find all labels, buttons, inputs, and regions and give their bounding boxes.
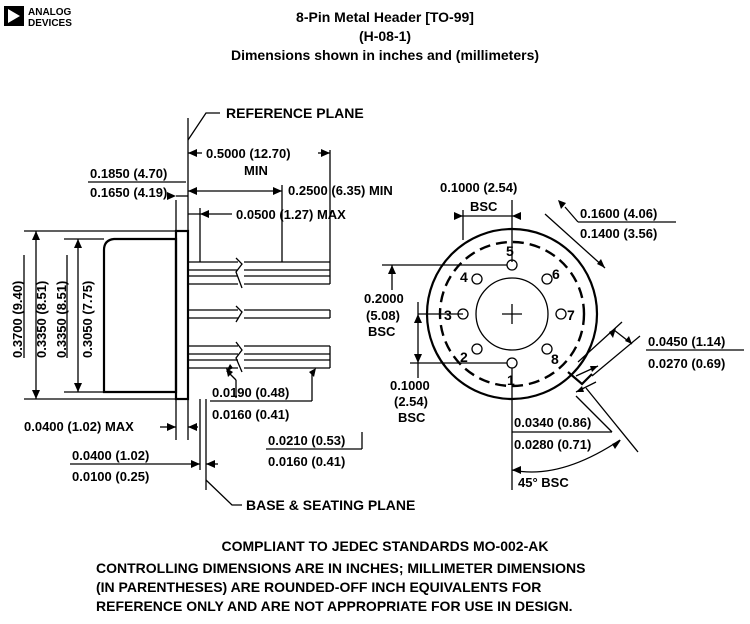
lead-diameter-min: 0.0160 (0.41) <box>212 407 289 422</box>
package-cap <box>102 237 178 394</box>
analog-devices-logo: ANALOG DEVICES <box>4 6 72 29</box>
logo-triangle <box>8 9 20 23</box>
dim-lead-diameter: 0.0190 (0.48) 0.0160 (0.41) <box>210 364 316 422</box>
reference-plane-callout: REFERENCE PLANE <box>187 105 364 232</box>
lead-diameter-2-min: 0.0160 (0.41) <box>268 454 345 469</box>
dim-pin-circle-diameter: 0.1600 (4.06) 0.1400 (3.56) <box>544 200 676 269</box>
lead-length-min-label: MIN <box>244 163 268 178</box>
pin-circle-min: 0.1400 (3.56) <box>580 226 657 241</box>
tab-width-max: 0.0450 (1.14) <box>648 334 725 349</box>
pin-circle <box>475 277 549 351</box>
cap-diameter-min: 0.3050 (7.75) <box>80 281 95 358</box>
row-spacing-2: (5.08) <box>366 308 400 323</box>
flange-thickness-value: 0.0500 (1.27) MAX <box>236 207 346 222</box>
flange-height-min: 0.1650 (4.19) <box>90 185 167 200</box>
row-spacing-1: 0.2000 <box>364 291 404 306</box>
dim-pin-pitch-top: 0.1000 (2.54) BSC <box>440 180 521 262</box>
dim-tab-width: 0.0450 (1.14) 0.0270 (0.69) <box>577 321 744 377</box>
tab-length-max: 0.0340 (0.86) <box>514 415 591 430</box>
tab-angle-value: 45° BSC <box>518 475 569 490</box>
lead-length-value: 0.5000 (12.70) <box>206 146 291 161</box>
package-flange <box>174 229 190 401</box>
package-code: (H-08-1) <box>359 28 411 44</box>
dim-flange-thickness: 0.0500 (1.27) MAX <box>188 207 346 262</box>
dim-lead-diameter-2: 0.0210 (0.53) 0.0160 (0.41) <box>266 432 363 469</box>
base-seating-plane-label: BASE & SEATING PLANE <box>246 497 415 513</box>
row-spacing-bsc: BSC <box>368 324 396 339</box>
tab-width-min: 0.0270 (0.69) <box>648 356 725 371</box>
pitch-bottom-1: 0.1000 <box>390 378 430 393</box>
tab-length-min: 0.0280 (0.71) <box>514 437 591 452</box>
pin-label-5: 5 <box>506 243 514 259</box>
jedec-note: COMPLIANT TO JEDEC STANDARDS MO-002-AK <box>222 538 549 554</box>
lead-diameter-2-max: 0.0210 (0.53) <box>268 433 345 448</box>
dim-flange-height: 0.1850 (4.70) 0.1650 (4.19) <box>88 166 188 231</box>
cap-diameter-max: 0.3350 (8.51) <box>54 281 69 358</box>
dim-cap-diameter: 0.3350 (8.51) 0.3050 (7.75) <box>54 238 104 393</box>
dim-lead-zone: 0.2500 (6.35) MIN <box>188 183 393 262</box>
pitch-bottom-bsc: BSC <box>398 410 426 425</box>
logo-line-2: DEVICES <box>28 18 72 29</box>
pitch-top-bsc: BSC <box>470 199 498 214</box>
package-side-view <box>102 229 331 401</box>
note-line-2: (IN PARENTHESES) ARE ROUNDED-OFF INCH EQ… <box>96 579 541 595</box>
pin-label-4: 4 <box>460 269 468 285</box>
dim-lead-length: 0.5000 (12.70) MIN <box>188 146 331 262</box>
lead-zone-value: 0.2500 (6.35) MIN <box>288 183 393 198</box>
outer-diameter-min: 0.3350 (8.51) <box>34 281 49 358</box>
dim-outer-diameter: 0.3700 (9.40) 0.3350 (8.51) <box>10 230 176 400</box>
base-thickness-max: 0.0400 (1.02) <box>72 448 149 463</box>
reference-plane-label: REFERENCE PLANE <box>226 105 364 121</box>
note-line-1: CONTROLLING DIMENSIONS ARE IN INCHES; MI… <box>96 560 586 576</box>
pin-label-6: 6 <box>552 266 560 282</box>
pin-label-1: 1 <box>507 372 515 388</box>
dim-pin-pitch-bottom: 0.1000 (2.54) BSC <box>390 363 430 425</box>
pin-circle-max: 0.1600 (4.06) <box>580 206 657 221</box>
pin-label-8: 8 <box>551 351 559 367</box>
dim-tab-angle: 45° BSC <box>511 368 621 490</box>
lead-segments <box>188 257 331 373</box>
pin-label-3: 3 <box>444 307 452 323</box>
base-max-value: 0.0400 (1.02) MAX <box>24 419 134 434</box>
pin-label-2: 2 <box>460 349 468 365</box>
pitch-top-value: 0.1000 (2.54) <box>440 180 517 195</box>
dim-base-max: 0.0400 (1.02) MAX <box>24 399 198 440</box>
pitch-bottom-2: (2.54) <box>394 394 428 409</box>
package-title: 8-Pin Metal Header [TO-99] <box>296 9 474 25</box>
lead-diameter-max: 0.0190 (0.48) <box>212 385 289 400</box>
base-seating-plane-callout: BASE & SEATING PLANE <box>205 479 415 513</box>
note-line-3: REFERENCE ONLY AND ARE NOT APPROPRIATE F… <box>96 598 573 614</box>
dim-tab-length: 0.0340 (0.86) 0.0280 (0.71) <box>512 365 639 453</box>
dim-base-thickness: 0.0400 (1.02) 0.0100 (0.25) <box>70 399 218 490</box>
flange-height-max: 0.1850 (4.70) <box>90 166 167 181</box>
outer-diameter-max: 0.3700 (9.40) <box>10 281 25 358</box>
dim-row-spacing: 0.2000 (5.08) BSC <box>364 264 507 364</box>
pin-label-7: 7 <box>567 307 575 323</box>
orientation-tab <box>567 371 593 386</box>
logo-line-1: ANALOG <box>28 7 72 18</box>
base-thickness-min: 0.0100 (0.25) <box>72 469 149 484</box>
units-subtitle: Dimensions shown in inches and (millimet… <box>231 47 539 63</box>
